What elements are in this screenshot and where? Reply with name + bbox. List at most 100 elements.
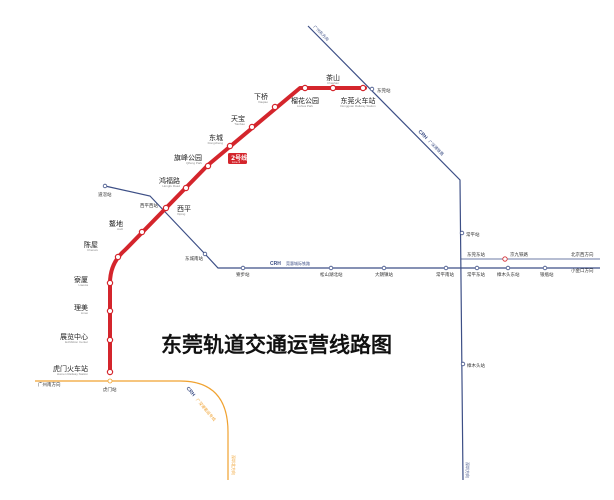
station-zhangmutou-label: 樟木头站: [467, 362, 485, 369]
guangshen-crh-label: 广深港铁路: [427, 138, 445, 156]
station-xipingxi-label: 西平西站: [140, 202, 158, 209]
station-liaobu[interactable]: [240, 265, 246, 271]
line2-station-label-12: 榴花公园: [291, 96, 319, 105]
station-zhangmutoudong[interactable]: [505, 265, 511, 271]
line2-station-en-13: Chashan: [327, 81, 339, 85]
station-changpingdong-top-label: 东莞东站: [467, 251, 485, 258]
station-daojiao[interactable]: [102, 183, 108, 189]
map-title: 东莞轨道交通运营线路图: [161, 333, 392, 357]
humen-crh-label: 广深港客运专线: [195, 397, 218, 422]
station-changping[interactable]: [459, 230, 465, 236]
line2-station-9[interactable]: [226, 142, 234, 150]
line2-station-label-2: 理美: [74, 303, 88, 312]
humen-express: 广州南方向 虎门站 CRH 广深港客运专线 深圳北方向: [35, 378, 237, 480]
station-songshanhubei-label: 松山湖北站: [320, 271, 343, 278]
jingjiu-dir-label: 北京西方向: [571, 251, 594, 258]
line2-station-label-11: 下桥: [254, 92, 268, 101]
crh-logo-icon-3: CRH: [185, 386, 197, 398]
station-humen-label: 虎门站: [103, 386, 117, 393]
line2-station-label-0: 虎门火车站: [53, 364, 88, 373]
line2-station-8[interactable]: [204, 162, 212, 170]
station-dalangzhen-label: 大朗镇站: [375, 271, 393, 278]
line2-station-label-14: 东莞火车站: [341, 96, 376, 105]
line2-station-1[interactable]: [106, 336, 114, 344]
line2-badge-sub: Line 2: [232, 160, 241, 164]
line2-station-label-13: 茶山: [326, 73, 340, 82]
guanhui-crh-mark: CRH 莞惠城际铁路: [270, 260, 310, 267]
humen-dir-south: 深圳北方向: [231, 455, 237, 475]
station-zhangmutou[interactable]: [460, 361, 466, 367]
line2-station-6[interactable]: [162, 204, 170, 212]
station-humen[interactable]: [107, 378, 113, 384]
line2-station-5[interactable]: [138, 228, 146, 236]
station-dongchengnan-label: 东城南站: [185, 255, 203, 262]
station-liaobu-label: 寮步站: [236, 271, 250, 278]
line2-station-en-2: Limei: [81, 311, 89, 315]
crh-logo-icon-2: CRH: [270, 261, 281, 267]
humen-track: [35, 380, 229, 480]
line2-station-label-6: 西平: [177, 205, 191, 213]
line2-station-3[interactable]: [106, 279, 114, 287]
station-changpingnan[interactable]: [443, 265, 449, 271]
jingjiu-label: 京九铁路: [510, 251, 528, 258]
line2-station-label-1: 展览中心: [60, 332, 88, 341]
jingjiu-icon: [502, 256, 508, 262]
line2-track: [108, 86, 367, 374]
line2-station-11[interactable]: [271, 103, 279, 111]
line2-station-en-4: Chenwu: [87, 248, 98, 252]
station-yinping[interactable]: [542, 265, 548, 271]
line2-station-en-0: Humen Railway Station: [57, 372, 89, 376]
line2-station-label-4: 陈屋: [84, 240, 98, 249]
line2-station-en-8: Qifeng Park: [186, 161, 202, 165]
guanhui-crh-label: 莞惠城际铁路: [286, 260, 310, 266]
guanhui-intercity: 道滘站 西平西站 东城南站 CRH 莞惠城际铁路 寮步站 松山湖北站 大朗镇站 …: [98, 183, 600, 278]
line2-badge-label: 2号线: [231, 154, 247, 162]
line2-station-label-7: 鸿福路: [159, 176, 180, 185]
line2-station-7[interactable]: [182, 184, 190, 192]
station-yinping-label: 银瓶站: [540, 271, 554, 278]
station-daojiao-label: 道滘站: [98, 191, 112, 198]
guangshen-crh-mark: CRH 广深港铁路: [417, 129, 446, 157]
line2-station-12[interactable]: [301, 84, 309, 92]
guangshen-railway: 广州东方向 东莞站 CRH 广深港铁路 常平站 樟木头站 深圳方向: [307, 23, 485, 481]
station-dongchengnan[interactable]: [202, 251, 208, 257]
line2-station-en-7: Hongfu Road: [162, 184, 180, 188]
station-changpingdong-label: 常平东站: [467, 271, 485, 278]
station-dongguan-label: 东莞站: [377, 87, 391, 94]
line2-station-13[interactable]: [329, 84, 337, 92]
station-zhangmutoudong-label: 樟木头东站: [497, 271, 520, 278]
station-changpingnan-label: 常平南站: [436, 271, 454, 278]
guangshen-dir-south: 深圳方向: [465, 462, 471, 478]
line2-station-label-8: 旗峰公园: [174, 153, 202, 162]
station-changping-label: 常平站: [466, 231, 480, 238]
line2-station-14[interactable]: [359, 84, 367, 92]
line2-station-0[interactable]: [106, 368, 114, 376]
humen-dir-west: 广州南方向: [38, 381, 61, 388]
line2-station-en-3: Liaoxia: [78, 283, 88, 287]
line2-station-en-11: Xiaqiao: [258, 100, 268, 104]
line2-station-label-9: 东城: [209, 133, 223, 142]
line2-station-label-10: 天宝: [231, 114, 245, 123]
station-dongguan[interactable]: [369, 86, 375, 92]
line2-station-label-5: 鳌地: [109, 219, 123, 228]
line2-station-en-6: Xiping: [177, 212, 186, 216]
line2-station-en-12: Liuhua Park: [297, 104, 314, 108]
line2-station-4[interactable]: [114, 253, 122, 261]
jingjiu-railway: 东莞东站 京九铁路 北京西方向: [461, 251, 600, 262]
line2-station-2[interactable]: [106, 307, 114, 315]
line2-station-en-5: Aodi: [117, 227, 123, 231]
line2-station-en-10: Tianbao: [234, 122, 245, 126]
line2-station-en-14: Dongguan Railway Station: [340, 104, 376, 108]
line2-badge: 2号线 Line 2: [228, 153, 247, 164]
line2-station-en-9: Dongcheng: [208, 141, 224, 145]
station-songshanhubei[interactable]: [328, 265, 334, 271]
line2-station-en-1: Exhibition Center: [65, 340, 88, 344]
station-dalangzhen[interactable]: [381, 265, 387, 271]
line2-station-label-3: 寮厦: [74, 275, 88, 284]
guangshen-track: [307, 25, 464, 481]
station-changpingdong[interactable]: [474, 265, 480, 271]
line2-station-10[interactable]: [248, 123, 256, 131]
guanhui-dir-label: 小金口方向: [571, 267, 594, 274]
